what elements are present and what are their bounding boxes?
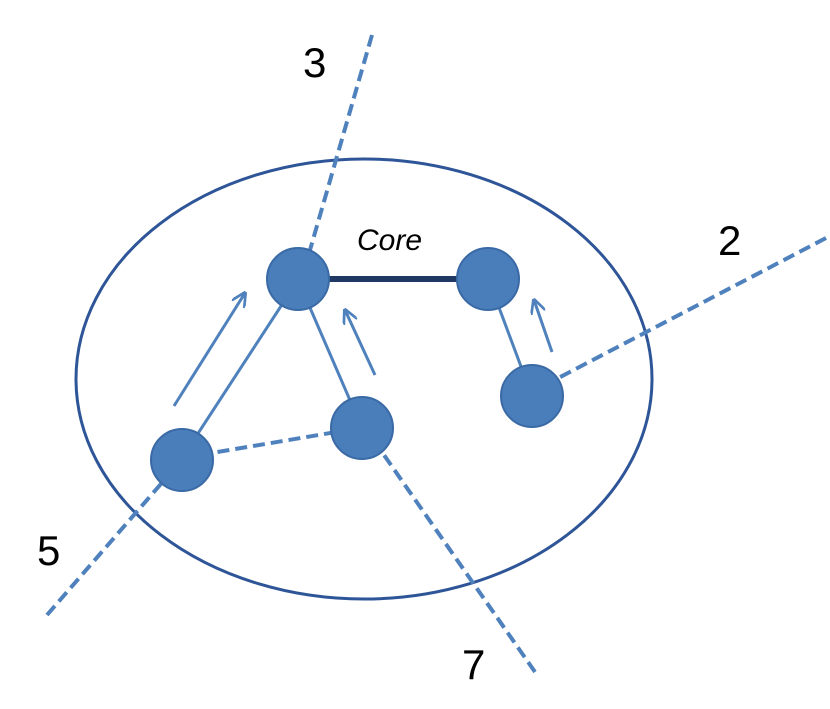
label-3: 3 xyxy=(303,39,327,86)
region-ellipse xyxy=(74,157,654,601)
node-bottom-left xyxy=(150,428,214,492)
internal-dashed-link xyxy=(181,426,361,460)
arrow-middle xyxy=(345,310,377,376)
external-link-2 xyxy=(544,236,827,387)
core-label: Core xyxy=(357,224,423,257)
label-5: 5 xyxy=(37,527,61,574)
tree-link-bottom-left xyxy=(180,279,300,459)
external-link-5 xyxy=(45,460,182,617)
node-middle xyxy=(330,396,394,460)
external-link-3 xyxy=(308,34,374,251)
node-core-right xyxy=(456,247,520,311)
node-core-left xyxy=(266,247,330,311)
label-7: 7 xyxy=(462,641,486,688)
label-2: 2 xyxy=(718,217,742,264)
external-link-7 xyxy=(366,430,537,674)
arrow-right xyxy=(534,300,554,353)
node-right xyxy=(500,364,564,428)
arrow-left xyxy=(172,293,245,407)
